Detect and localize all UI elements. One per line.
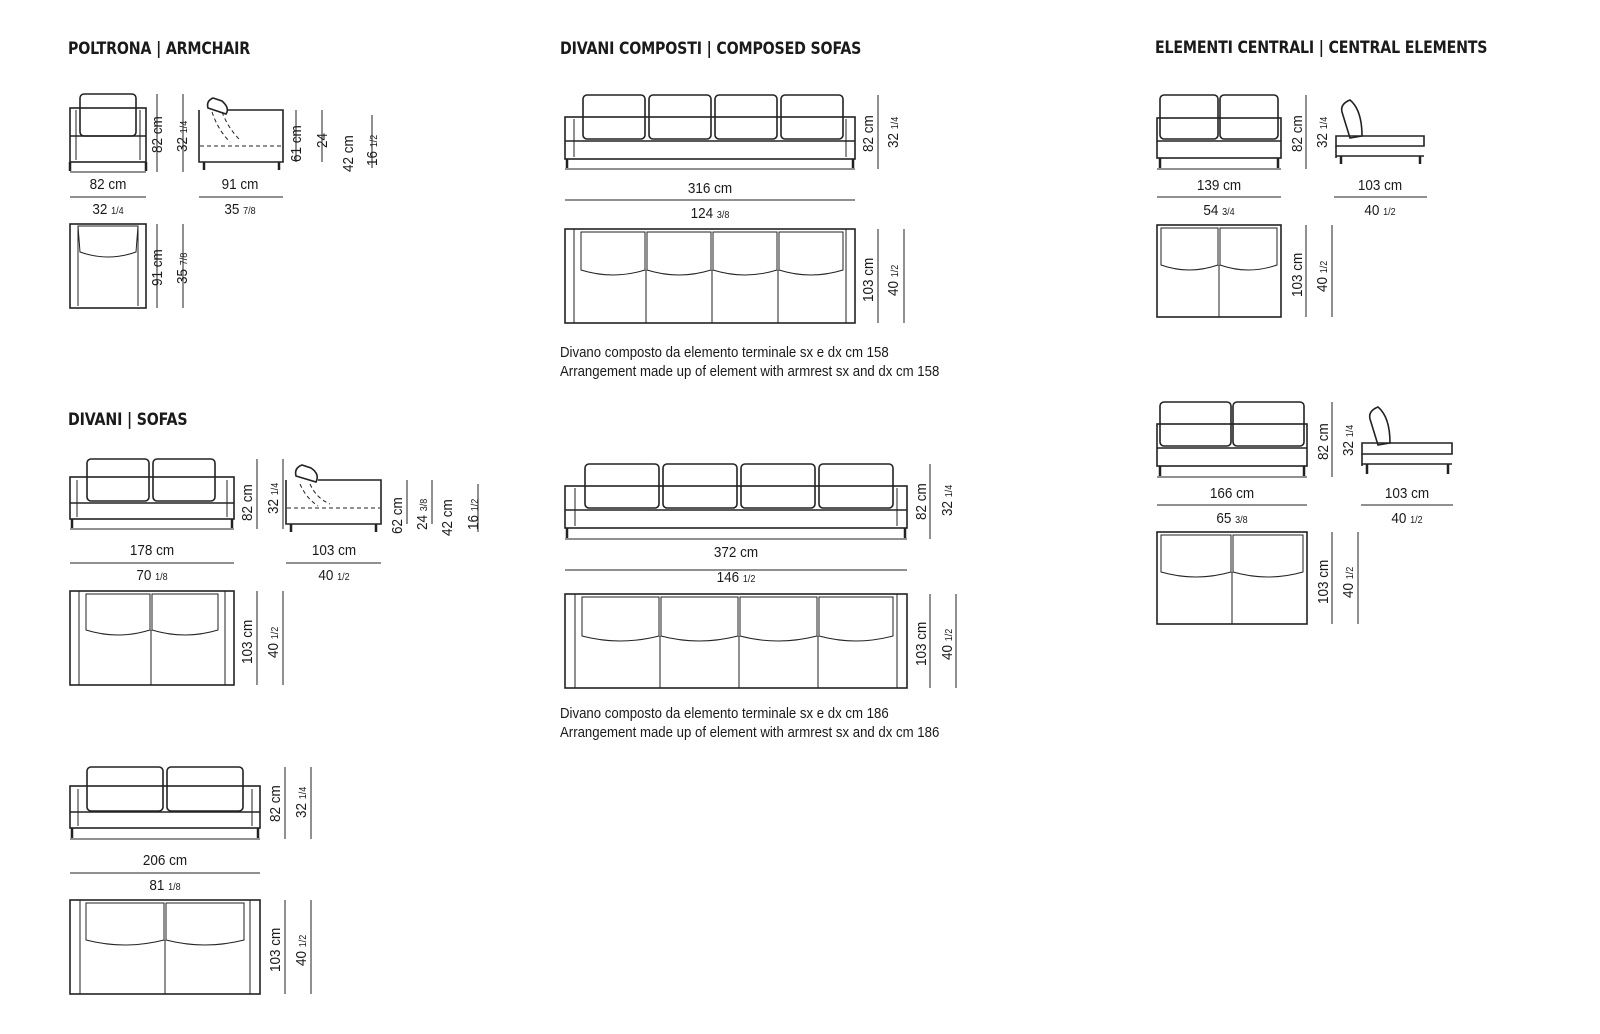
armchair-top-depth-in: 35 7/8: [174, 252, 191, 284]
composed-372-note-en: Arrangement made up of element with armr…: [560, 724, 940, 741]
composed-372-top-view: [564, 593, 908, 689]
central-166-height-in: 32 1/4: [1340, 424, 1357, 456]
composed-372-height-cm: 82 cm: [913, 483, 930, 520]
sofa-206-depth-cm: 103 cm: [267, 927, 284, 972]
composed-372-height-in: 32 1/4: [939, 484, 956, 516]
sofa-206-width-cm: 206 cm: [142, 852, 188, 869]
section-title-armchair: POLTRONA | ARMCHAIR: [68, 39, 250, 58]
armchair-side-view: [198, 97, 284, 170]
central-166-height-cm: 82 cm: [1315, 423, 1332, 460]
composed-316-height-cm: 82 cm: [860, 115, 877, 152]
central-139-side-depth-cm: 103 cm: [1357, 177, 1403, 194]
sofa-178-arm-height-in: 24 3/8: [414, 498, 431, 530]
composed-316-note-it: Divano composto da elemento terminale sx…: [560, 344, 889, 361]
sofa-206-height-in: 32 1/4: [293, 786, 310, 818]
sofa-178-side-view: [285, 464, 382, 532]
armchair-width-in: 32 1/4: [92, 201, 124, 218]
armchair-top-view: [69, 223, 147, 309]
central-166-width-in: 65 3/8: [1216, 510, 1248, 527]
sofa-178-arm-height-cm: 62 cm: [389, 497, 406, 534]
composed-316-top-view: [564, 228, 856, 324]
section-title-composed-sofas: DIVANI COMPOSTI | COMPOSED SOFAS: [560, 39, 862, 58]
composed-372-width-cm: 372 cm: [713, 544, 759, 561]
composed-316-width-cm: 316 cm: [687, 180, 733, 197]
sofa-178-side-depth-cm: 103 cm: [311, 542, 357, 559]
armchair-front-view: [68, 93, 148, 173]
sofa-178-top-view: [69, 590, 235, 686]
armchair-arm-height-in: 24: [314, 132, 331, 148]
sofa-206-height-cm: 82 cm: [267, 785, 284, 822]
central-139-depth-in: 40 1/2: [1314, 260, 1331, 292]
central-166-front-view: [1156, 401, 1308, 478]
armchair-top-depth-cm: 91 cm: [149, 249, 166, 286]
armchair-width-cm: 82 cm: [89, 176, 127, 193]
central-139-height-cm: 82 cm: [1289, 115, 1306, 152]
central-139-top-view: [1156, 224, 1282, 318]
armchair-height-in: 32 1/4: [174, 120, 191, 152]
section-title-central-elements: ELEMENTI CENTRALI | CENTRAL ELEMENTS: [1155, 38, 1488, 57]
sofa-178-width-in: 70 1/8: [136, 567, 168, 584]
armchair-seat-height-in: 16 1/2: [364, 134, 381, 166]
sofa-178-seat-height-cm: 42 cm: [439, 499, 456, 536]
sofa-206-depth-in: 40 1/2: [293, 934, 310, 966]
sofa-206-width-in: 81 1/8: [149, 877, 181, 894]
composed-372-width-in: 146 1/2: [716, 569, 756, 586]
sofa-178-front-view: [69, 458, 235, 530]
central-139-width-cm: 139 cm: [1196, 177, 1242, 194]
armchair-height-cm: 82 cm: [149, 116, 166, 153]
central-139-side-depth-in: 40 1/2: [1364, 202, 1396, 219]
central-166-side-view: [1361, 406, 1453, 474]
section-title-sofas: DIVANI | SOFAS: [68, 410, 188, 429]
sofa-178-height-in: 32 1/4: [265, 482, 282, 514]
central-166-side-depth-cm: 103 cm: [1384, 485, 1430, 502]
armchair-arm-height-cm: 61 cm: [288, 125, 305, 162]
central-166-side-depth-in: 40 1/2: [1391, 510, 1423, 527]
sofa-206-top-view: [69, 899, 261, 995]
sofa-178-depth-in: 40 1/2: [265, 626, 282, 658]
sofa-178-height-cm: 82 cm: [239, 484, 256, 521]
composed-316-width-in: 124 3/8: [690, 205, 730, 222]
composed-372-depth-cm: 103 cm: [913, 621, 930, 666]
central-139-depth-cm: 103 cm: [1289, 252, 1306, 297]
composed-372-front-view: [564, 463, 908, 540]
sofa-178-seat-height-in: 16 1/2: [465, 498, 482, 530]
sofa-178-side-depth-in: 40 1/2: [318, 567, 350, 584]
composed-372-depth-in: 40 1/2: [939, 628, 956, 660]
composed-316-depth-in: 40 1/2: [885, 264, 902, 296]
composed-316-height-in: 32 1/4: [885, 116, 902, 148]
sofa-178-width-cm: 178 cm: [129, 542, 175, 559]
central-139-height-in: 32 1/4: [1314, 116, 1331, 148]
composed-372-note-it: Divano composto da elemento terminale sx…: [560, 705, 889, 722]
central-166-depth-cm: 103 cm: [1315, 559, 1332, 604]
central-166-top-view: [1156, 531, 1308, 625]
central-139-width-in: 54 3/4: [1203, 202, 1235, 219]
composed-316-front-view: [564, 94, 856, 170]
composed-316-note-en: Arrangement made up of element with armr…: [560, 363, 940, 380]
composed-316-depth-cm: 103 cm: [860, 257, 877, 302]
central-166-width-cm: 166 cm: [1209, 485, 1255, 502]
armchair-seat-height-cm: 42 cm: [340, 135, 357, 172]
sofa-206-front-view: [69, 766, 261, 840]
armchair-depth-cm: 91 cm: [221, 176, 259, 193]
armchair-depth-in: 35 7/8: [224, 201, 256, 218]
central-139-front-view: [1156, 94, 1282, 170]
central-166-depth-in: 40 1/2: [1340, 566, 1357, 598]
central-139-side-view: [1335, 99, 1425, 164]
sofa-178-depth-cm: 103 cm: [239, 619, 256, 664]
